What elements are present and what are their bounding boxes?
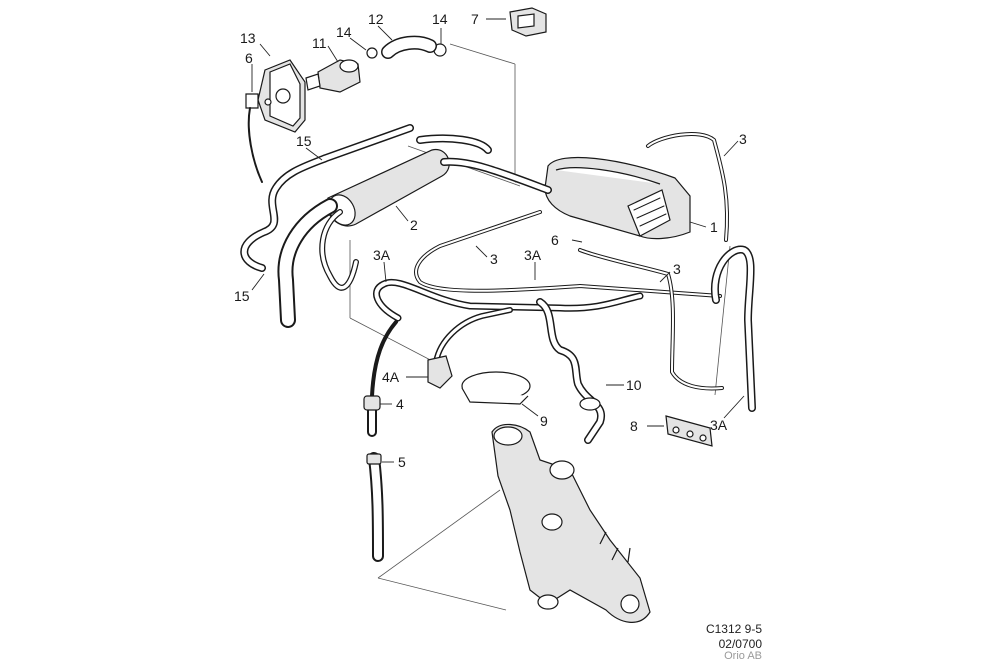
callout-14-right: 14 <box>432 11 448 27</box>
callout-3-middle: 3 <box>490 251 498 267</box>
callout-12: 12 <box>368 11 384 27</box>
part-5-connector <box>366 453 382 465</box>
callout-15-upper: 15 <box>296 133 312 149</box>
diagram-code: C1312 9-5 <box>705 622 762 636</box>
part-6-sensor <box>245 93 263 183</box>
part-12-hose-assembly <box>366 35 447 59</box>
part-1-canister <box>544 156 691 240</box>
diagram-date: 02/0700 <box>718 637 762 651</box>
part-2-muffler <box>326 149 450 227</box>
part-7-clip <box>509 7 547 37</box>
callout-10: 10 <box>626 377 642 393</box>
part-10-clip <box>579 397 601 411</box>
part-8-holder <box>665 415 713 447</box>
hose-network <box>240 124 756 562</box>
intake-manifold <box>491 423 651 623</box>
callout-3A-left: 3A <box>373 247 391 263</box>
callout-4: 4 <box>396 396 404 412</box>
callout-1: 1 <box>710 219 718 235</box>
callout-3-top: 3 <box>739 131 747 147</box>
leader-lines <box>251 18 745 463</box>
callout-3A-right: 3A <box>710 417 728 433</box>
callout-7: 7 <box>471 11 479 27</box>
callout-15-lower: 15 <box>234 288 250 304</box>
part-11-valve <box>305 59 361 93</box>
callout-2: 2 <box>410 217 418 233</box>
callout-3A-middle: 3A <box>524 247 542 263</box>
callout-11: 11 <box>312 35 327 51</box>
callout-8: 8 <box>630 418 638 434</box>
callout-3-right: 3 <box>673 261 681 277</box>
callout-4A: 4A <box>382 369 400 385</box>
callout-5: 5 <box>398 454 406 470</box>
part-9-clamp <box>461 371 531 405</box>
part-4A-valve <box>427 355 453 389</box>
part-4-fitting <box>363 395 381 411</box>
part-13-bracket <box>257 59 306 133</box>
callout-6-left: 6 <box>245 50 253 66</box>
callout-14-left: 14 <box>336 24 352 40</box>
callouts: 1 2 3 3 3 3A 3A 3A 4 4A 5 6 6 7 8 9 10 1… <box>234 11 747 470</box>
callout-9: 9 <box>540 413 548 429</box>
callout-6-right: 6 <box>551 232 559 248</box>
copyright-notice: Orio AB <box>724 650 762 662</box>
callout-13: 13 <box>240 30 256 46</box>
